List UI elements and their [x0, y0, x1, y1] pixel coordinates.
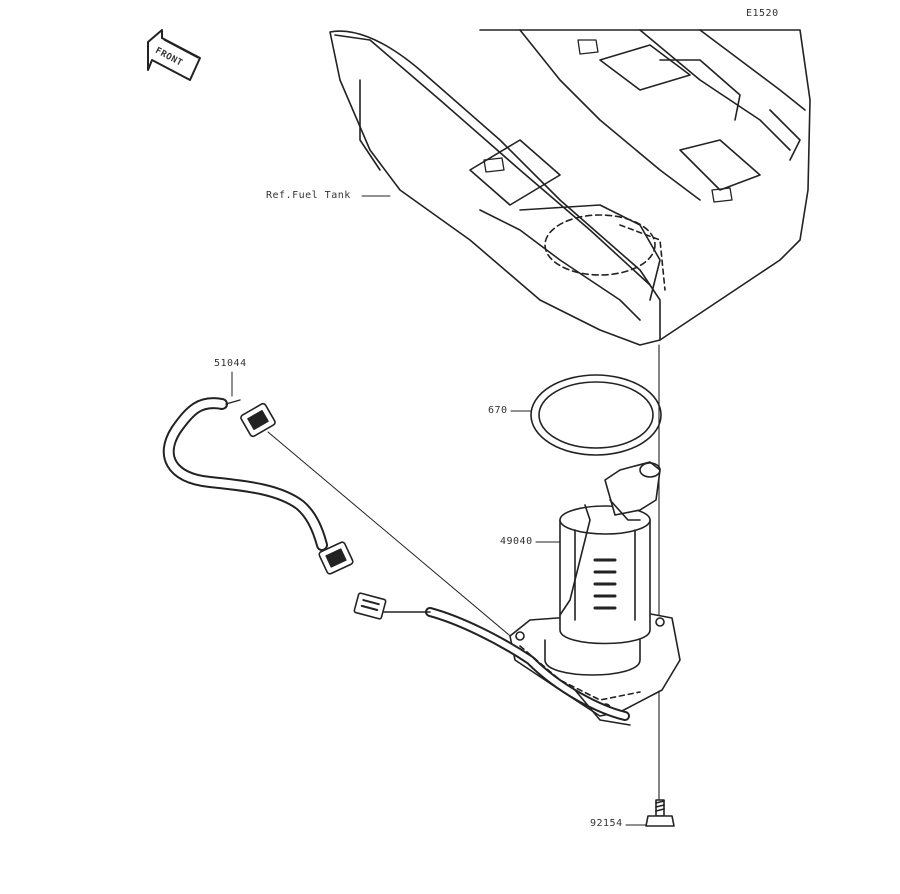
gasket-ring-part[interactable] [530, 374, 662, 456]
callout-gasket[interactable]: 670 [488, 405, 508, 416]
callout-fuel-tank[interactable]: Ref.Fuel Tank [266, 190, 351, 201]
fuel-tank-part[interactable] [329, 29, 811, 346]
flange-bolt-part[interactable] [645, 799, 675, 827]
diagram-code: E1520 [746, 8, 779, 19]
callout-hose[interactable]: 51044 [214, 358, 247, 369]
callout-bolt[interactable]: 92154 [590, 818, 623, 829]
front-arrow-icon [147, 29, 201, 81]
fuel-pump-assembly-part[interactable] [353, 461, 681, 726]
fuel-hose-part[interactable] [162, 371, 354, 575]
callout-pump[interactable]: 49040 [500, 536, 533, 547]
